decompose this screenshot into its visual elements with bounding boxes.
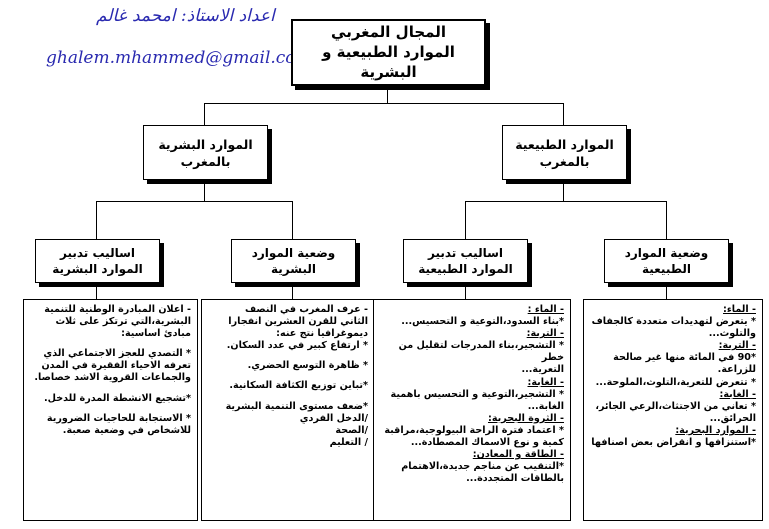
human-resources-line1: الموارد البشرية <box>158 136 253 152</box>
detail-line: * يتعرض لتهديدات متعددة كالجفاف <box>591 316 756 328</box>
root-title: المجال المغربي <box>331 23 446 41</box>
detail-line: مبادئ اساسية: <box>121 328 191 340</box>
detail-line: * تعاني من الاجتثاث،الرعي الجائر، <box>595 400 756 412</box>
detail-line: - التربة: <box>526 328 564 340</box>
root-node: المجال المغربي الموارد الطبيعية و البشري… <box>291 19 486 86</box>
natural-resources-line2: بالمغرب <box>539 153 590 169</box>
natural-resources-node: الموارد الطبيعية بالمغرب <box>502 125 627 180</box>
human-methods-line2: الموارد البشرية <box>52 262 143 276</box>
detail-line: *تباين توزيع الكثافة السكانية. <box>229 380 368 392</box>
detail-line: - الثروة البحرية: <box>487 412 564 424</box>
connector-human-up <box>204 103 205 125</box>
natural-status-node: وضعية الموارد الطبيعية <box>604 239 729 283</box>
connector-human-status-down <box>292 283 293 299</box>
connector-human-methods-up <box>96 201 97 239</box>
connector-human-status-up <box>292 201 293 239</box>
detail-line: تعرفه الاحياء الفقيرة في المدن <box>41 360 191 372</box>
human-status-line1: وضعية الموارد <box>251 246 336 260</box>
detail-line: بالطاقات المتجددة... <box>466 473 564 485</box>
root-subtitle: الموارد الطبيعية و البشرية <box>322 43 455 81</box>
detail-line: الغابة... <box>527 400 564 412</box>
connector-level1-horizontal <box>204 103 564 104</box>
connector-human-down <box>204 180 205 202</box>
detail-line: - الطاقة و المعادن: <box>472 449 564 461</box>
detail-line: /الدخل الفردي <box>299 412 368 424</box>
connector-natural-status-up <box>666 201 667 239</box>
detail-line: * ارتفاع كبير في عدد السكان. <box>226 340 368 352</box>
detail-line: *90 في المائة منها غير صالحة <box>613 352 756 364</box>
detail-line: ديموغرافيا نتج عنه: <box>276 328 368 340</box>
human-methods-node: اساليب تدبير الموارد البشرية <box>35 239 160 283</box>
human-status-node: وضعية الموارد البشرية <box>231 239 356 283</box>
detail-line: كمية و نوع الاسماك المصطادة... <box>410 437 564 449</box>
detail-line: البشرية،التي ترتكز على ثلاث <box>55 316 191 328</box>
author-name: اعداد الاستاذ: امحمد غالم <box>96 6 275 26</box>
human-status-line2: البشرية <box>271 262 316 276</box>
detail-line: - الغابة: <box>719 388 757 400</box>
natural-methods-line2: الموارد الطبيعية <box>418 262 513 276</box>
natural-methods-details: - الماء :*بناء السدود،التوعية و التحسيس.… <box>373 299 571 521</box>
detail-line: للزراعة. <box>717 364 756 376</box>
detail-line: للاشخاص في وضعية صعبة. <box>62 424 191 436</box>
detail-line: - الماء: <box>723 304 756 315</box>
detail-line: - الماء : <box>527 304 564 315</box>
detail-line: /الصحة <box>335 424 368 436</box>
detail-line: * التشجير،بناء المدرجات لتقليل من خطر <box>395 340 564 364</box>
detail-line: الثاني للقرن العشرين انفجارا <box>228 316 368 328</box>
detail-spacer <box>208 352 368 360</box>
detail-line: - الموارد البحرية: <box>675 424 756 436</box>
detail-line: *استنزافها و انقراض بعض اصنافها <box>591 437 756 449</box>
detail-line: * تتعرض للتعرية،التلوث،الملوحة... <box>595 376 756 388</box>
detail-line: *ضعف مستوى التنمية البشرية <box>225 400 368 412</box>
connector-natural-methods-down <box>465 283 466 299</box>
detail-line: / التعليم <box>329 436 368 448</box>
detail-line: *بناء السدود،التوعية و التحسيس... <box>401 316 564 328</box>
human-resources-node: الموارد البشرية بالمغرب <box>143 125 268 180</box>
connector-root-down <box>387 86 388 104</box>
detail-spacer <box>208 372 368 380</box>
connector-natural-status-down <box>666 283 667 299</box>
detail-line: - عرف المغرب في النصف <box>244 304 368 315</box>
detail-spacer <box>30 405 191 413</box>
connector-human-methods-down <box>96 283 97 299</box>
detail-spacer <box>208 393 368 401</box>
connector-human-horizontal <box>96 201 293 202</box>
detail-line: - التربة: <box>718 340 756 352</box>
connector-natural-horizontal <box>465 201 667 202</box>
detail-spacer <box>30 340 191 348</box>
detail-line: - الغابة: <box>527 376 565 388</box>
human-resources-line2: بالمغرب <box>180 153 231 169</box>
detail-line: * اعتماد فترة الراحة البيولوجية،مراقبة <box>384 424 564 436</box>
connector-natural-up <box>563 103 564 125</box>
connector-natural-methods-up <box>465 201 466 239</box>
human-methods-line1: اساليب تدبير <box>59 246 135 260</box>
detail-spacer <box>30 385 191 393</box>
connector-natural-down <box>563 180 564 202</box>
detail-line: * التصدي للعجز الاجتماعي الذي <box>43 348 191 360</box>
detail-line: التعرية... <box>521 364 564 376</box>
natural-methods-node: اساليب تدبير الموارد الطبيعية <box>403 239 528 283</box>
detail-line: *التنقيب عن مناجم جديدة،الاهتمام <box>401 461 564 473</box>
detail-line: *تشجيع الانشطة المدرة للدخل. <box>44 392 191 404</box>
natural-methods-line1: اساليب تدبير <box>427 246 503 260</box>
author-email: ghalem.mhammed@gmail.com <box>46 48 312 68</box>
natural-status-line2: الطبيعية <box>641 262 692 276</box>
detail-line: - اعلان المبادرة الوطنية للتنمية <box>44 304 191 315</box>
detail-line: * الاستجابة للحاجيات الضرورية <box>46 412 191 424</box>
natural-status-line1: وضعية الموارد <box>624 246 709 260</box>
detail-line: والجماعات القروية الاشد خصاصا. <box>34 372 191 384</box>
detail-line: * التشجير،التوعية و التحسيس باهمية <box>390 388 564 400</box>
detail-line: الحرائق... <box>709 412 756 424</box>
detail-line: والتلوث... <box>708 328 756 340</box>
detail-line: * ظاهرة التوسع الحضري. <box>247 360 368 372</box>
natural-resources-line1: الموارد الطبيعية <box>515 136 614 152</box>
